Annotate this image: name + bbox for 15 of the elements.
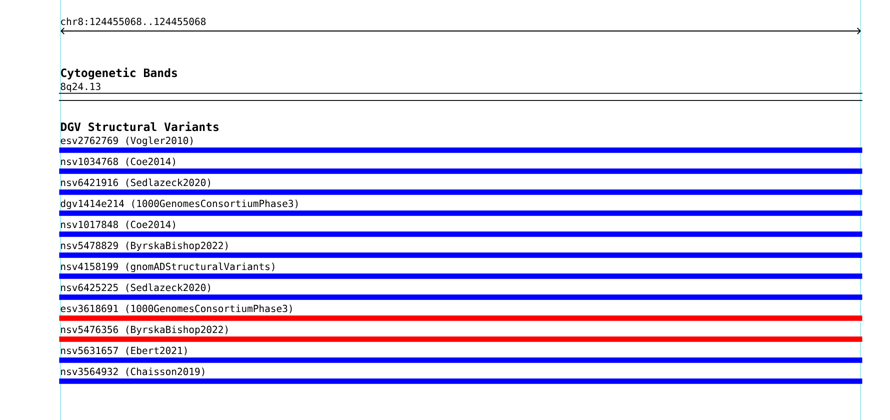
bar-label: nsv5631657 (Ebert2021) — [61, 346, 187, 356]
bar-label: nsv5478829 (ByrskaBishop2022) — [61, 242, 228, 252]
band-label: 8q24.13 — [60, 82, 100, 92]
bar-label: nsv4158199 (gnomADStructuralVariants) — [61, 262, 274, 272]
bar-label: esv3618691 (1000GenomesConsortiumPhase3) — [60, 304, 292, 314]
bar-label: esv2762769 (Vogler2010) — [60, 136, 192, 146]
title: chr8:124455068..124455068 — [61, 18, 206, 26]
bar-label: nsv6425225 (Sedlazeck2020) — [61, 284, 210, 292]
bar-label: nsv1017848 (Coe2014) — [61, 220, 175, 230]
bar-label: nsv5476356 (ByrskaBishop2022) — [61, 326, 228, 336]
bar-label: dgv1414e214 (1000GenomesConsortiumPhase3) — [60, 200, 298, 210]
bar-label: nsv6421916 (Sedlazeck2020) — [61, 178, 210, 188]
bar-label: nsv1034768 (Coe2014) — [61, 158, 175, 166]
bar-label: nsv3564932 (Chaisson2019) — [61, 368, 204, 376]
track-heading: DGV Structural Variants — [60, 122, 218, 132]
